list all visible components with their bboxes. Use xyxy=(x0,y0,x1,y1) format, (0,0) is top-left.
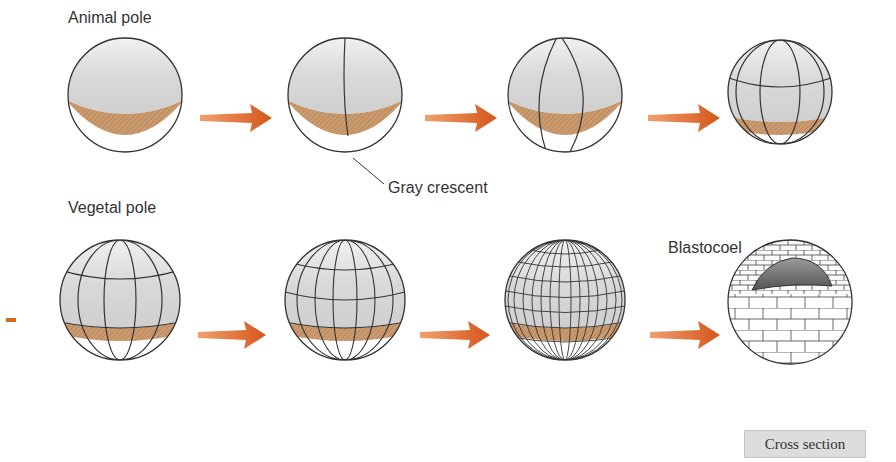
text-label: Blastocoel xyxy=(668,238,742,257)
text-label: Gray crescent xyxy=(388,178,488,197)
stage-arrows xyxy=(198,104,720,349)
thirty-two-cell-stage xyxy=(283,238,407,360)
caption-box: Cross section xyxy=(744,430,866,458)
eight-cell-stage xyxy=(726,38,834,144)
text-label: Animal pole xyxy=(68,8,152,27)
text-label: Vegetal pole xyxy=(68,198,156,217)
margin-dash xyxy=(6,318,16,322)
four-cell-stage xyxy=(506,36,624,152)
caption-text: Cross section xyxy=(765,436,845,453)
sixteen-cell-stage xyxy=(58,238,182,360)
zygote xyxy=(66,36,184,152)
leader-line xyxy=(353,158,384,184)
morula xyxy=(503,238,627,360)
two-cell-stage xyxy=(286,36,404,152)
blastula-cross-section xyxy=(726,238,856,366)
